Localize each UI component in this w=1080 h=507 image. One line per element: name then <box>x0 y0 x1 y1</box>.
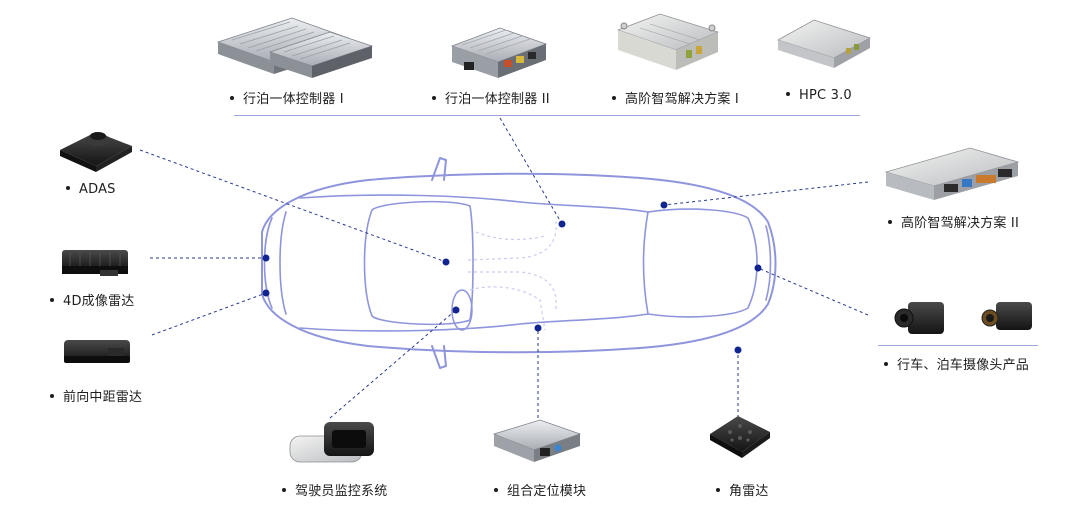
label-radar-4d: 4D成像雷达 <box>50 290 134 309</box>
label-text: 行泊一体控制器 I <box>243 92 344 107</box>
label-text: HPC 3.0 <box>799 88 852 103</box>
marker-4d-radar <box>262 254 270 262</box>
label-text: ADAS <box>79 182 116 197</box>
label-parking-controller-1: 行泊一体控制器 I <box>230 88 344 107</box>
advanced-driving-2-image <box>884 147 1020 200</box>
marker-positioning <box>534 324 542 332</box>
marker-dms <box>452 306 460 314</box>
label-text: 驾驶员监控系统 <box>295 484 388 499</box>
bullet-dot <box>888 219 892 224</box>
steering-wheel-outline <box>451 289 473 331</box>
bullet-dot <box>230 95 234 100</box>
car-outline <box>261 157 777 369</box>
label-text: 高阶智驾解决方案 II <box>901 216 1020 231</box>
bullet-dot <box>494 487 498 492</box>
marker-corner-radar <box>734 346 742 354</box>
right-separator-line <box>878 345 1038 346</box>
label-text: 组合定位模块 <box>507 484 587 499</box>
positioning-module-image <box>492 419 582 462</box>
connector-lines <box>139 117 869 419</box>
label-text: 高阶智驾解决方案 I <box>625 92 739 107</box>
driver-monitor-image <box>289 422 374 463</box>
parking-controller-2-image <box>450 27 548 78</box>
bullet-dot <box>50 297 54 302</box>
label-front-radar: 前向中距雷达 <box>50 386 142 405</box>
bullet-dot <box>786 91 790 96</box>
advanced-driving-1-image <box>616 13 720 70</box>
bullet-dot <box>716 487 720 492</box>
marker-cameras <box>754 264 762 272</box>
marker-adv-driving-2 <box>660 201 668 209</box>
label-text: 角雷达 <box>729 484 769 499</box>
bullet-dot <box>66 185 70 190</box>
label-text: 行车、泊车摄像头产品 <box>897 358 1030 373</box>
radar-4d-image <box>62 250 128 276</box>
hpc-image <box>776 19 872 68</box>
bullet-dot <box>612 95 616 100</box>
bullet-dot <box>432 95 436 100</box>
label-text: 前向中距雷达 <box>63 390 143 405</box>
marker-front-radar <box>262 289 270 297</box>
label-positioning: 组合定位模块 <box>494 480 586 499</box>
label-adas: ADAS <box>66 182 116 197</box>
bullet-dot <box>282 487 286 492</box>
front-radar-image <box>64 340 130 363</box>
camera-products-image <box>894 302 1032 334</box>
label-parking-controller-2: 行泊一体控制器 II <box>432 88 550 107</box>
label-corner-radar: 角雷达 <box>716 480 769 499</box>
label-advanced-driving-2: 高阶智驾解决方案 II <box>888 212 1019 231</box>
connection-markers <box>262 201 762 354</box>
bullet-dot <box>884 361 888 366</box>
label-driver-monitor: 驾驶员监控系统 <box>282 480 387 499</box>
label-advanced-driving-1: 高阶智驾解决方案 I <box>612 88 739 107</box>
marker-parking-ctrl <box>558 220 566 228</box>
label-text: 4D成像雷达 <box>63 294 135 309</box>
bullet-dot <box>50 393 54 398</box>
top-separator-line <box>234 115 860 116</box>
label-hpc: HPC 3.0 <box>786 88 852 103</box>
adas-image <box>60 132 132 172</box>
corner-radar-image <box>710 416 770 458</box>
label-camera-products: 行车、泊车摄像头产品 <box>884 354 1029 373</box>
car-interior <box>467 218 557 331</box>
parking-controller-1-image <box>216 17 374 78</box>
marker-adas <box>442 258 450 266</box>
label-text: 行泊一体控制器 II <box>445 92 550 107</box>
